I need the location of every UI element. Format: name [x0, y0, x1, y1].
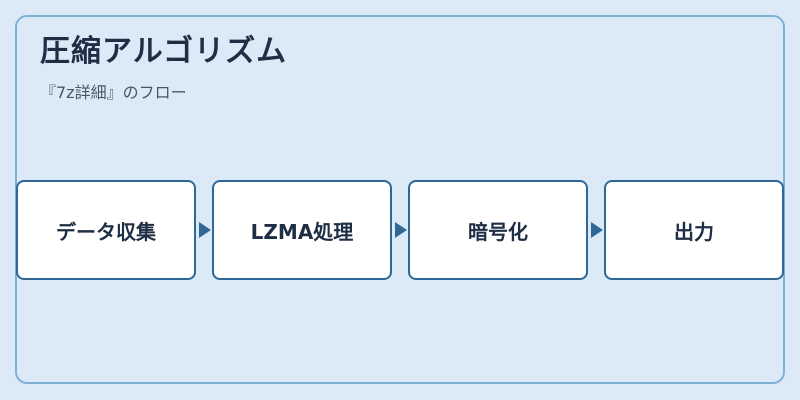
step-output: 出力 [604, 180, 784, 280]
step-encryption: 暗号化 [408, 180, 588, 280]
arrow-right-icon [395, 222, 407, 238]
step-data-collection: データ収集 [16, 180, 196, 280]
arrow-right-icon [591, 222, 603, 238]
flow-steps: データ収集 LZMA処理 暗号化 出力 [16, 180, 784, 280]
page-title: 圧縮アルゴリズム [40, 34, 288, 69]
page-subtitle: 『7z詳細』のフロー [40, 83, 187, 102]
arrow-right-icon [199, 222, 211, 238]
step-lzma-processing: LZMA処理 [212, 180, 392, 280]
